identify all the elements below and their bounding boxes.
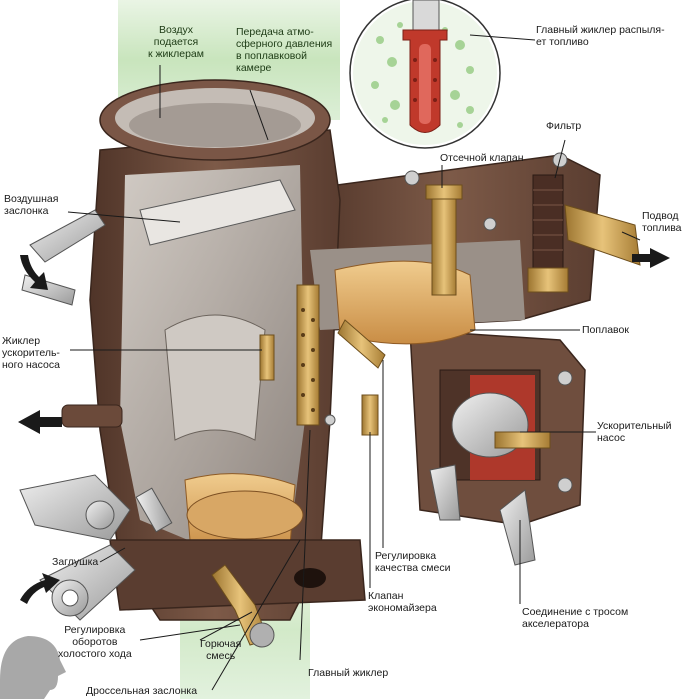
label-atm-pressure: Передача атмо-сферного давления в поплав… bbox=[236, 26, 333, 74]
label-float: Поплавок bbox=[582, 324, 629, 336]
head-silhouette-icon bbox=[0, 636, 66, 699]
label-main-jet: Главный жиклер bbox=[308, 667, 389, 679]
label-cutoff-valve: Отсечной клапан bbox=[440, 152, 524, 164]
label-throttle: Дроссельная заслонка bbox=[86, 685, 198, 697]
main-jet-inset bbox=[349, 0, 501, 149]
brass-parts bbox=[211, 174, 641, 648]
label-plug: Заглушка bbox=[52, 556, 99, 568]
label-main-jet-spray: Главный жиклер распыля-ет топливо bbox=[536, 24, 665, 48]
arrow-left-icon bbox=[18, 248, 670, 434]
leader-lines bbox=[67, 34, 641, 691]
label-filter: Фильтр bbox=[546, 120, 582, 132]
linkages bbox=[19, 209, 536, 621]
accelerator-pump bbox=[439, 369, 551, 481]
arrow-curved-icon bbox=[20, 255, 60, 604]
